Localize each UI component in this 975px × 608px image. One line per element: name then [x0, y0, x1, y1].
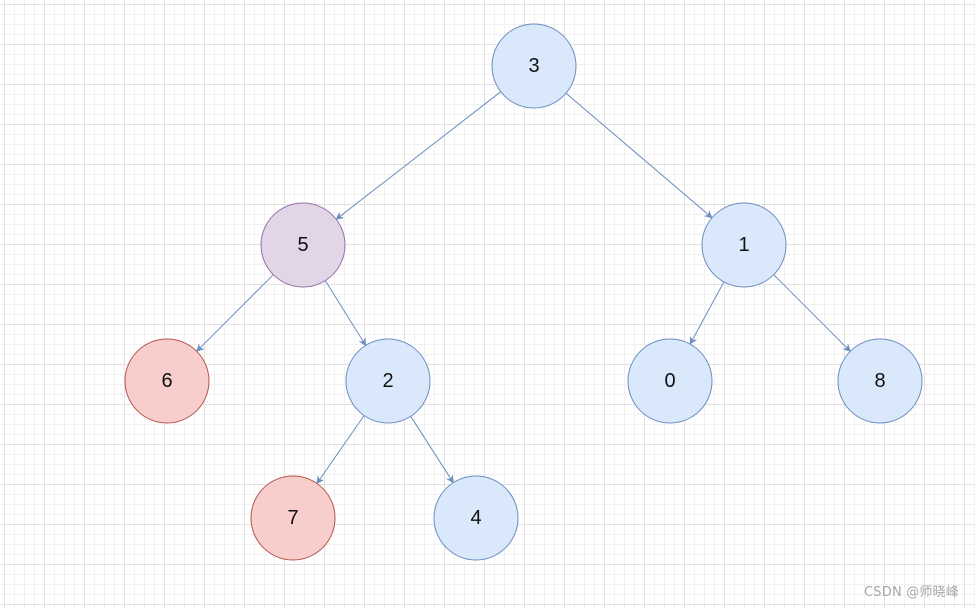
tree-node-8: 8	[837, 338, 923, 424]
node-circle	[260, 202, 346, 288]
tree-node-5: 5	[260, 202, 346, 288]
edge-5-to-6	[196, 274, 274, 352]
node-circle	[433, 475, 519, 561]
node-circle	[701, 202, 787, 288]
tree-node-2: 2	[345, 338, 431, 424]
node-label: 3	[528, 55, 539, 77]
edge-2-to-7	[316, 415, 365, 485]
edges-layer	[196, 91, 851, 485]
node-label: 4	[470, 507, 481, 529]
edge-1-to-0	[689, 281, 725, 345]
edge-1-to-8	[773, 274, 851, 352]
node-label: 2	[382, 370, 393, 392]
node-label: 6	[161, 370, 172, 392]
node-circle	[250, 475, 336, 561]
node-circle	[345, 338, 431, 424]
tree-node-0: 0	[627, 338, 713, 424]
nodes-layer: 3 5 1 6 2 0 8 7 4	[124, 23, 923, 561]
tree-node-7: 7	[250, 475, 336, 561]
tree-node-3: 3	[491, 23, 577, 109]
node-label: 1	[738, 234, 749, 256]
tree-node-4: 4	[433, 475, 519, 561]
node-circle	[837, 338, 923, 424]
edge-2-to-4	[410, 416, 454, 484]
node-label: 5	[297, 234, 308, 256]
edge-3-to-5	[335, 91, 502, 220]
edge-3-to-1	[565, 92, 713, 219]
watermark-text: CSDN @师晓峰	[864, 585, 959, 600]
tree-node-6: 6	[124, 338, 210, 424]
node-label: 8	[874, 370, 885, 392]
node-circle	[627, 338, 713, 424]
tree-node-1: 1	[701, 202, 787, 288]
edge-5-to-2	[324, 280, 367, 347]
node-circle	[491, 23, 577, 109]
node-label: 0	[664, 370, 675, 392]
node-circle	[124, 338, 210, 424]
node-label: 7	[287, 507, 298, 529]
